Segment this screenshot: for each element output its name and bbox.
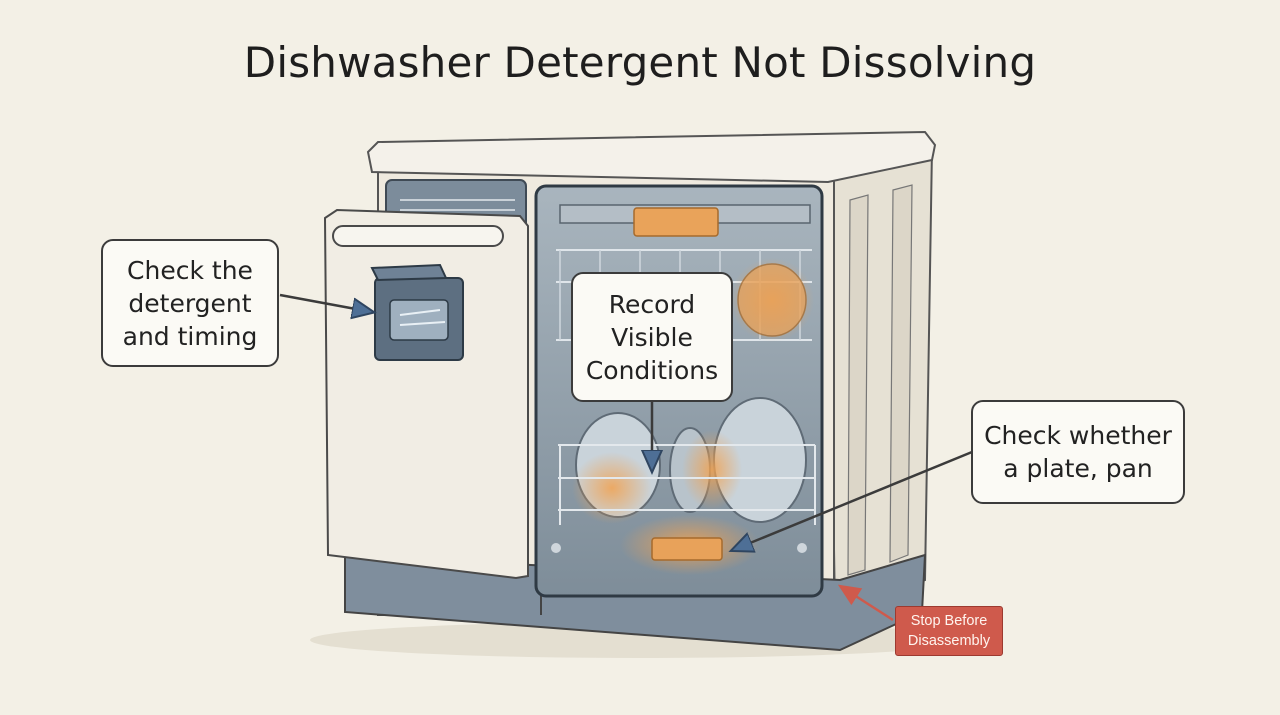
warning-line: Disassembly: [907, 633, 991, 649]
door-handle: [332, 225, 504, 247]
callout-line: a plate, pan: [1003, 454, 1153, 483]
detergent-arrow: [279, 293, 372, 312]
detergent-door: [323, 208, 529, 580]
filter-debris: [651, 537, 723, 561]
spray-arm-top: [633, 207, 719, 237]
callout-record-conditions: Record Visible Conditions: [571, 272, 733, 402]
callout-line: Check the: [127, 255, 253, 285]
callout-line: detergent: [128, 288, 252, 318]
callout-line: Conditions: [585, 355, 719, 385]
warning-arrow: [837, 584, 894, 622]
callout-line: Record: [608, 289, 696, 319]
plate-arrow: [733, 450, 973, 550]
callout-line: Visible: [611, 322, 693, 352]
callout-line: and timing: [122, 321, 258, 351]
stop-before-disassembly-badge: Stop Before Disassembly: [895, 606, 1003, 656]
warning-line: Stop Before: [910, 613, 988, 629]
callout-check-plate: Check whether a plate, pan: [971, 400, 1185, 504]
callout-line: Check whether: [984, 421, 1172, 450]
callout-check-detergent: Check the detergent and timing: [101, 239, 279, 367]
page-title: Dishwasher Detergent Not Dissolving: [243, 38, 1037, 87]
